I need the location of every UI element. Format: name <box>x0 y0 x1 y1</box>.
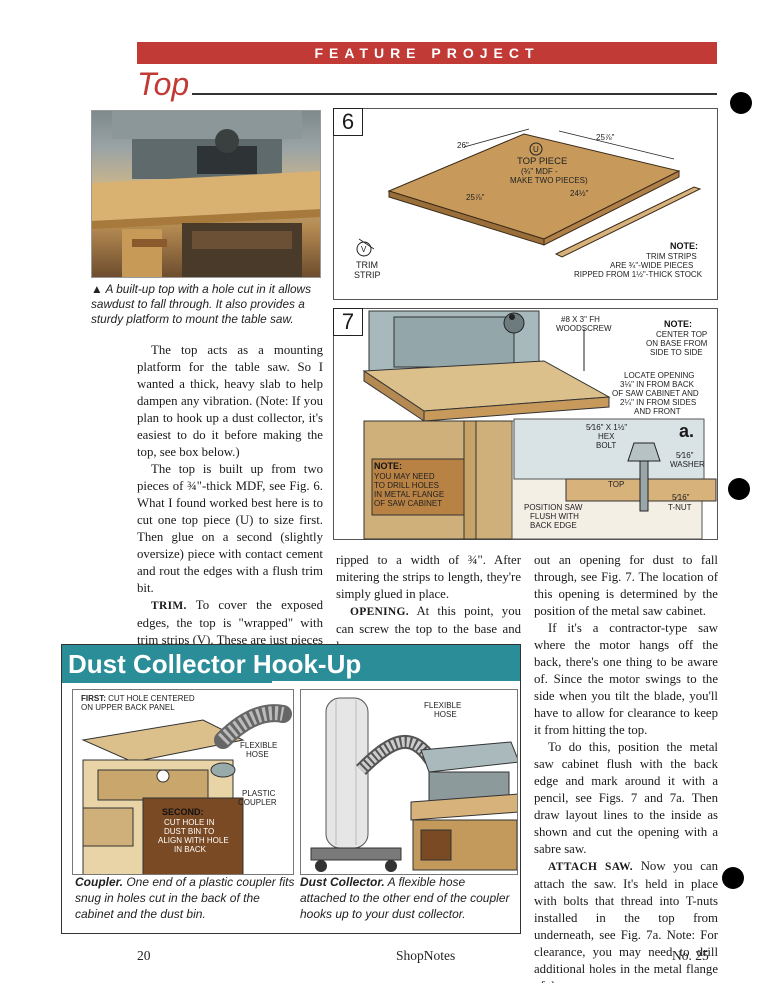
locate-opening-4: 2¼" IN FROM SIDES <box>620 398 697 407</box>
strip-label: STRIP <box>354 270 381 280</box>
hex-bolt-bolt: BOLT <box>596 441 617 450</box>
figure-7-number: 7 <box>333 308 363 336</box>
washer-size: 5⁄16" <box>676 451 694 460</box>
dim-26: 26" <box>457 141 469 150</box>
detail-a-letter: a. <box>679 421 695 441</box>
second-4: IN BACK <box>174 845 207 854</box>
left-note1: YOU MAY NEED <box>374 472 435 481</box>
hex-bolt-hex: HEX <box>598 432 615 441</box>
col3-paragraph: out an opening for dust to fall through,… <box>534 553 718 618</box>
flexible-label: FLEXIBLE <box>240 741 278 750</box>
column-1: The top acts as a mounting platform for … <box>137 342 323 666</box>
opening-head: OPENING. <box>350 606 409 618</box>
photo-caption: ▲ A built-up top with a hole cut in it a… <box>91 282 311 326</box>
col3-paragraph: To do this, position the metal saw cabin… <box>534 740 718 856</box>
locate-opening-3: OF SAW CABINET AND <box>612 389 699 398</box>
section-title: Top <box>137 66 190 102</box>
position-saw-3: BACK EDGE <box>530 521 577 530</box>
fig7-note-title: NOTE: <box>664 319 692 329</box>
hex-bolt-size: 5⁄16" x 1½" <box>586 423 628 432</box>
locate-opening-2: 3⅛" IN FROM BACK <box>620 380 694 389</box>
col3-paragraph: Now you can attach the saw. It's held in… <box>534 859 718 983</box>
figure-6-number: 6 <box>333 108 363 136</box>
left-note3: IN METAL FLANGE <box>374 490 445 499</box>
dust-collector-box: Dust Collector Hook-Up FIRST: CUT HOLE C… <box>61 644 521 934</box>
locate-opening-1: LOCATE OPENING <box>624 371 695 380</box>
col3-paragraph: If it's a contractor-type saw where the … <box>534 621 718 737</box>
woodscrew-label: WOODSCREW <box>556 324 612 333</box>
flexible-hose-right-1: FLEXIBLE <box>424 701 462 710</box>
second-2: DUST BIN TO <box>164 827 215 836</box>
circle-v: V <box>361 245 367 254</box>
plastic-label: PLASTIC <box>242 789 276 798</box>
fig6-note-title: NOTE: <box>670 241 698 251</box>
fig6-note2: ARE ¾"-WIDE PIECES <box>610 261 694 270</box>
left-note2: TO DRILL HOLES <box>374 481 439 490</box>
coupler-caption: Coupler. One end of a plastic coupler fi… <box>75 874 299 922</box>
locate-opening-5: AND FRONT <box>634 407 681 416</box>
position-saw-1: POSITION SAW <box>524 503 583 512</box>
second-title: SECOND: <box>162 807 204 817</box>
binder-hole <box>722 867 744 889</box>
first-label: FIRST: <box>81 694 106 703</box>
title-rule <box>192 93 717 95</box>
fig7-note1: CENTER TOP <box>656 330 708 339</box>
coupler-label: COUPLER <box>238 798 277 807</box>
second-1: CUT HOLE IN <box>164 818 215 827</box>
top-piece-title: TOP PIECE <box>517 156 568 167</box>
col1-paragraph: The top acts as a mounting platform for … <box>137 343 323 459</box>
flexible-hose-right-2: HOSE <box>434 710 457 719</box>
magazine-name: ShopNotes <box>396 948 456 963</box>
trim-label: TRIM <box>356 260 378 270</box>
fig6-note3: RIPPED FROM 1½"-THICK STOCK <box>574 270 703 279</box>
dust-collector-title: Dust Collector Hook-Up <box>62 645 520 683</box>
title-rule <box>272 681 520 683</box>
col2-paragraph: ripped to a width of ¾". After mitering … <box>336 553 521 601</box>
hose-label: HOSE <box>246 750 269 759</box>
issue-number: No. 25 <box>672 948 709 963</box>
page-number: 20 <box>137 948 151 963</box>
top-label: TOP <box>608 480 625 489</box>
fig6-note1: TRIM STRIPS <box>646 252 697 261</box>
first-text: CUT HOLE CENTERED <box>105 694 195 703</box>
collector-caption: Dust Collector. A flexible hose attached… <box>300 874 514 922</box>
second-3: ALIGN WITH HOLE <box>158 836 229 845</box>
collector-caption-text: A flexible hose attached to the other en… <box>300 875 510 921</box>
woodscrew-size: #8 x 3" Fh <box>561 315 600 324</box>
coupler-caption-head: Coupler. <box>75 875 124 889</box>
coupler-illustration <box>72 689 294 875</box>
fig7-note2: ON BASE FROM <box>646 339 708 348</box>
trim-head: TRIM. <box>151 600 187 612</box>
feature-banner: FEATURE PROJECT <box>137 42 717 64</box>
top-piece-sub1: (¾" MDF - <box>521 167 558 176</box>
binder-hole <box>728 478 750 500</box>
dust-collector-illustration <box>300 689 518 875</box>
dim-24: 24½" <box>570 189 589 198</box>
tnut-label: T-NUT <box>668 503 692 512</box>
position-saw-2: FLUSH WITH <box>530 512 579 521</box>
first-step: FIRST: CUT HOLE CENTERED <box>81 694 195 703</box>
top-piece-sub2: MAKE TWO PIECES) <box>510 176 588 185</box>
washer-label: WASHER <box>670 460 705 469</box>
coupler-caption-text: One end of a plastic coupler fits snug i… <box>75 875 295 921</box>
column-2: ripped to a width of ¾". After mitering … <box>336 552 521 655</box>
left-note4: OF SAW CABINET <box>374 499 443 508</box>
table-saw-photo <box>91 110 321 278</box>
col1-paragraph: The top is built up from two pieces of ¾… <box>137 462 323 595</box>
circle-u: U <box>533 145 539 154</box>
fig7-note3: SIDE TO SIDE <box>650 348 703 357</box>
collector-caption-head: Dust Collector. <box>300 875 385 889</box>
dim-25-top: 25⅞" <box>596 133 615 142</box>
column-3: out an opening for dust to fall through,… <box>534 552 718 983</box>
tnut-size: 5⁄16" <box>672 493 690 502</box>
binder-hole <box>730 92 752 114</box>
figure-7: 7 #8 x 3" Fh WOODSCREW NOTE: CENTER TOP … <box>333 308 718 540</box>
attach-saw-head: ATTACH SAW. <box>548 861 633 873</box>
dim-25-left: 25⅞" <box>466 193 485 202</box>
left-note-title: NOTE: <box>374 461 402 471</box>
figure-6: 6 U TOP PIECE (¾" MDF - MAKE TWO PIECES)… <box>333 108 718 300</box>
first-text-2: ON UPPER BACK PANEL <box>81 703 175 712</box>
